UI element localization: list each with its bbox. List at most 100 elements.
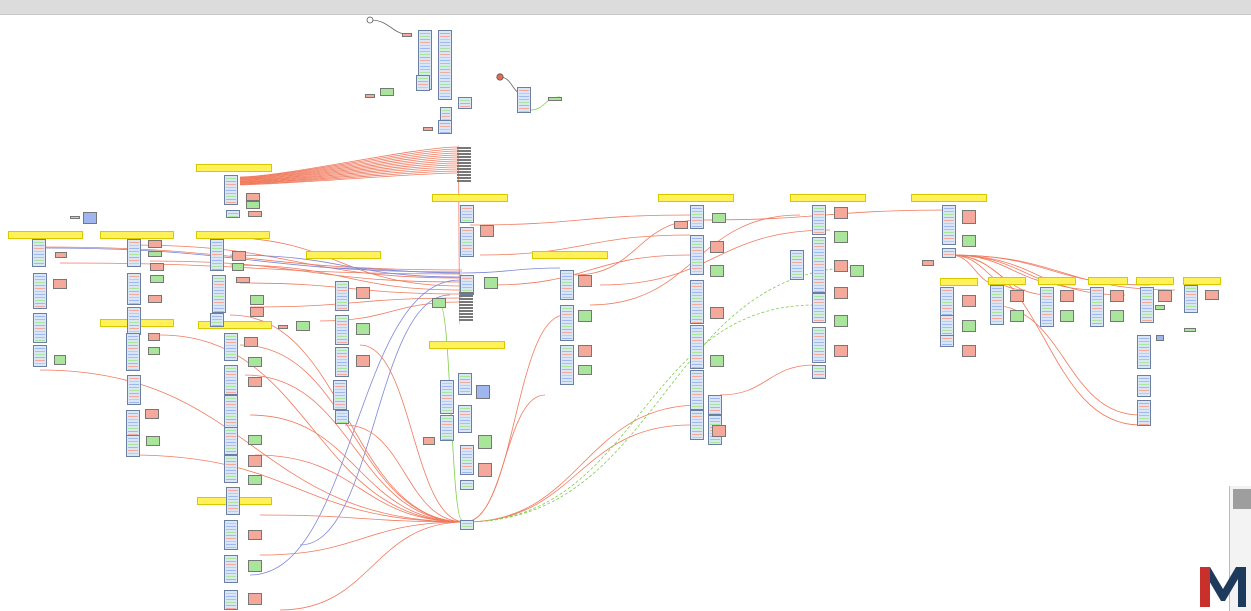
graph-node[interactable] [942, 205, 956, 245]
param-node[interactable] [250, 307, 264, 317]
param-node[interactable] [248, 211, 262, 217]
param-node[interactable] [457, 168, 471, 170]
param-node[interactable] [53, 279, 67, 289]
param-node[interactable] [710, 241, 724, 253]
graph-node[interactable] [990, 285, 1004, 325]
param-node[interactable] [459, 313, 473, 315]
param-node[interactable] [478, 463, 492, 477]
param-node[interactable] [83, 212, 97, 224]
param-node[interactable] [1155, 305, 1165, 310]
graph-node[interactable] [335, 315, 349, 345]
param-node[interactable] [148, 295, 162, 303]
graph-node[interactable] [790, 250, 804, 280]
graph-node[interactable] [224, 175, 238, 205]
param-node[interactable] [423, 437, 435, 445]
param-node[interactable] [578, 310, 592, 322]
param-node[interactable] [962, 320, 976, 332]
graph-node[interactable] [1040, 287, 1054, 327]
param-node[interactable] [148, 333, 160, 341]
param-node[interactable] [246, 201, 260, 209]
param-node[interactable] [476, 385, 490, 399]
param-node[interactable] [248, 530, 262, 540]
param-node[interactable] [248, 455, 262, 467]
param-node[interactable] [480, 225, 494, 237]
graph-node[interactable] [812, 293, 826, 323]
graph-node[interactable] [127, 273, 141, 305]
group-label[interactable] [306, 251, 381, 259]
param-node[interactable] [578, 365, 592, 375]
graph-node[interactable] [416, 75, 430, 91]
param-node[interactable] [148, 240, 162, 248]
param-node[interactable] [54, 355, 66, 365]
group-label[interactable] [1136, 277, 1174, 285]
param-node[interactable] [248, 475, 262, 485]
param-node[interactable] [248, 377, 262, 387]
param-node[interactable] [232, 263, 244, 271]
graph-node[interactable] [458, 373, 472, 395]
group-label[interactable] [196, 231, 270, 239]
param-node[interactable] [1110, 290, 1124, 302]
graph-node[interactable] [690, 370, 704, 410]
param-node[interactable] [548, 97, 562, 101]
param-node[interactable] [962, 210, 976, 224]
group-label[interactable] [532, 251, 608, 259]
graph-node[interactable] [224, 555, 238, 583]
graph-node[interactable] [812, 365, 826, 379]
param-node[interactable] [278, 325, 288, 329]
param-node[interactable] [710, 355, 724, 367]
group-label[interactable] [658, 194, 734, 202]
param-node[interactable] [710, 307, 724, 319]
param-node[interactable] [1156, 335, 1164, 341]
graph-node[interactable] [1137, 375, 1151, 397]
group-label[interactable] [429, 341, 505, 349]
graph-node[interactable] [708, 395, 722, 415]
param-node[interactable] [578, 345, 592, 357]
graph-node[interactable] [812, 205, 826, 235]
param-node[interactable] [459, 304, 473, 306]
param-node[interactable] [1184, 328, 1196, 332]
param-node[interactable] [457, 165, 471, 167]
param-node[interactable] [248, 593, 262, 605]
param-node[interactable] [834, 207, 848, 219]
graph-node[interactable] [942, 248, 956, 258]
param-node[interactable] [380, 88, 394, 96]
param-node[interactable] [55, 252, 67, 258]
graph-node[interactable] [460, 480, 474, 490]
graph-node[interactable] [438, 30, 452, 100]
param-node[interactable] [459, 316, 473, 318]
param-node[interactable] [296, 321, 310, 331]
param-node[interactable] [250, 295, 264, 305]
param-node[interactable] [150, 263, 164, 271]
param-node[interactable] [365, 94, 375, 98]
param-node[interactable] [459, 298, 473, 300]
param-node[interactable] [457, 153, 471, 155]
param-node[interactable] [712, 425, 726, 437]
graph-node[interactable] [33, 345, 47, 367]
graph-node[interactable] [560, 305, 574, 341]
param-node[interactable] [674, 221, 688, 229]
group-label[interactable] [8, 231, 83, 239]
graph-node[interactable] [333, 380, 347, 410]
param-node[interactable] [1158, 290, 1172, 302]
group-label[interactable] [1038, 277, 1076, 285]
graph-node[interactable] [460, 520, 474, 530]
group-label[interactable] [100, 231, 174, 239]
graph-node[interactable] [127, 307, 141, 335]
graph-node[interactable] [440, 415, 454, 441]
param-node[interactable] [457, 156, 471, 158]
graph-node[interactable] [440, 107, 452, 121]
graph-node[interactable] [438, 120, 452, 134]
param-node[interactable] [146, 436, 160, 446]
graph-node[interactable] [1137, 335, 1151, 369]
param-node[interactable] [834, 345, 848, 357]
param-node[interactable] [834, 260, 848, 272]
graph-node[interactable] [210, 239, 224, 271]
group-label[interactable] [790, 194, 866, 202]
graph-node[interactable] [812, 327, 826, 363]
param-node[interactable] [1060, 290, 1074, 302]
param-node[interactable] [148, 347, 160, 355]
start-node-icon[interactable] [366, 16, 374, 24]
param-node[interactable] [834, 231, 848, 243]
param-node[interactable] [962, 345, 976, 357]
graph-node[interactable] [1184, 285, 1198, 313]
